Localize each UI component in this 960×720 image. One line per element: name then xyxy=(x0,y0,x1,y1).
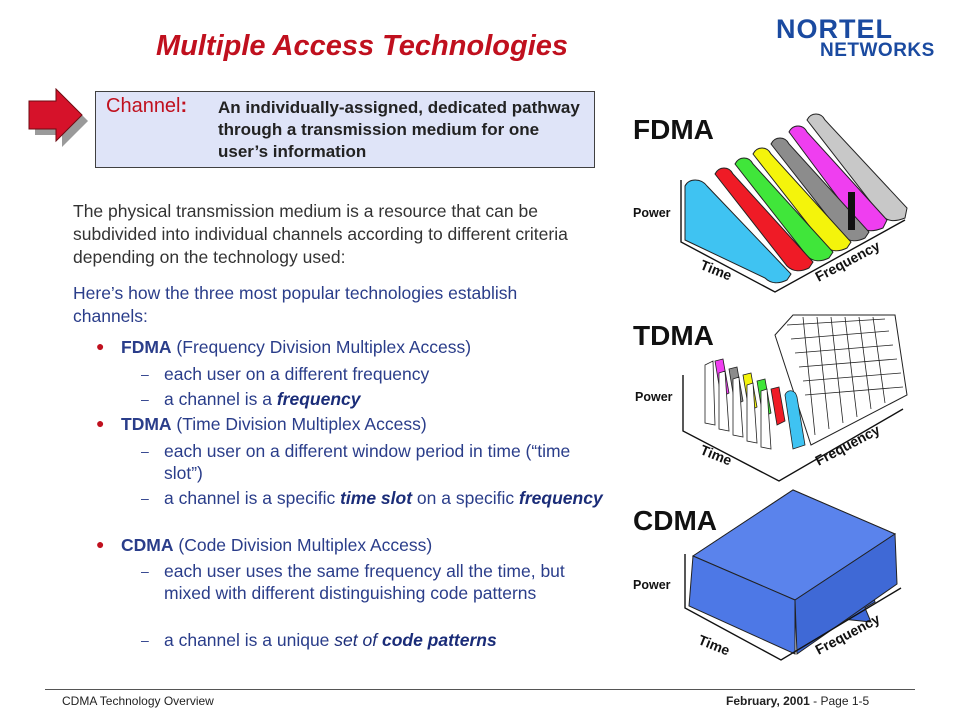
tdma-sub-1: each user on a different window period i… xyxy=(164,441,571,483)
definition-term: Channel: xyxy=(106,95,188,117)
cdma-sub-2: a channel is a unique set of code patter… xyxy=(164,630,497,650)
bullet-dot-icon: ● xyxy=(96,415,105,431)
fdma-power-label: Power xyxy=(633,206,671,220)
tdma-diagram xyxy=(682,314,908,482)
howto-paragraph: Here’s how the three most popular techno… xyxy=(73,283,518,326)
logo-line-1: NORTEL xyxy=(776,14,893,44)
definition-text: An individually-assigned, dedicated path… xyxy=(218,98,580,161)
fdma-sub-1: each user on a different frequency xyxy=(164,364,430,384)
intro-paragraph: The physical transmission medium is a re… xyxy=(73,201,568,267)
bullet-dot-icon: ● xyxy=(96,536,105,552)
footer-left: CDMA Technology Overview xyxy=(62,694,214,708)
dash-icon: – xyxy=(141,563,149,579)
bullet-dot-icon: ● xyxy=(96,338,105,354)
cdma-sub-1: each user uses the same frequency all th… xyxy=(164,561,565,603)
cdma-block xyxy=(688,489,898,655)
tdma-diagram-label: TDMA xyxy=(633,320,714,351)
definition-box: Channel: An individually-assigned, dedic… xyxy=(95,91,595,168)
dash-icon: – xyxy=(141,391,149,407)
logo-line-2: NETWORKS xyxy=(820,40,935,61)
tdma-slots xyxy=(704,314,908,450)
fdma-channels xyxy=(684,113,908,284)
arrow-right-icon xyxy=(28,88,88,147)
dash-icon: – xyxy=(141,490,149,506)
cdma-power-label: Power xyxy=(633,578,671,592)
bullet-cdma: CDMA (Code Division Multiplex Access) xyxy=(121,535,433,555)
bullet-tdma: TDMA (Time Division Multiplex Access) xyxy=(121,414,427,434)
footer-divider xyxy=(45,689,915,690)
footer-right: February, 2001 - Page 1-5 xyxy=(726,694,870,708)
tdma-sub-2: a channel is a specific time slot on a s… xyxy=(164,488,603,508)
slide-title: Multiple Access Technologies xyxy=(156,30,569,62)
cdma-diagram-label: CDMA xyxy=(633,505,717,536)
nortel-networks-logo: NORTEL NETWORKS xyxy=(776,14,952,61)
cdma-diagram xyxy=(684,489,902,661)
dash-icon: – xyxy=(141,366,149,382)
tdma-power-label: Power xyxy=(635,390,673,404)
dash-icon: – xyxy=(141,443,149,459)
fdma-diagram xyxy=(680,113,908,293)
fdma-sub-2: a channel is a frequency xyxy=(164,389,361,409)
bullet-fdma: FDMA (Frequency Division Multiplex Acces… xyxy=(121,337,472,357)
fdma-diagram-label: FDMA xyxy=(633,114,714,145)
dash-icon: – xyxy=(141,632,149,648)
